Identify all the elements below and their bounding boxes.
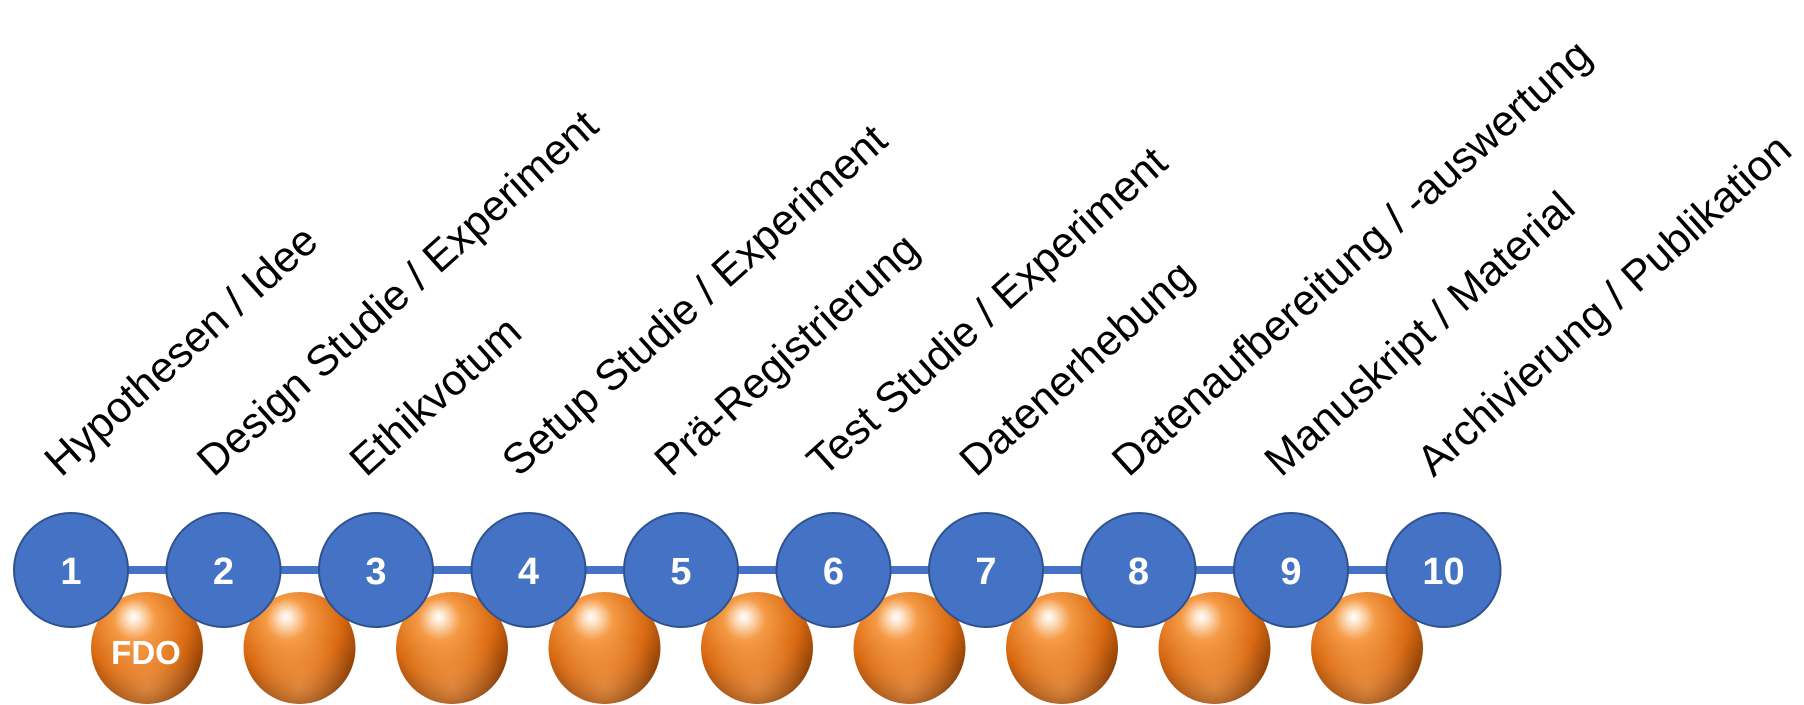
step-3: 3 [318,512,434,628]
step-number: 2 [213,551,234,593]
orange-sphere-icon [1006,592,1118,704]
step-number: 3 [365,551,386,593]
step-circle [165,512,282,628]
orange-sphere-icon [1158,592,1271,704]
step-number: 1 [60,551,81,593]
step-circle [1385,512,1502,628]
step-5: 5 [623,512,739,628]
orange-sphere-icon [243,592,356,704]
step-label: Hypothesen / Idee [36,216,327,485]
orange-sphere-icon [396,592,508,704]
step-8: 8 [1080,512,1197,628]
orange-sphere-icon [853,592,966,704]
fdo-label: FDO [111,634,181,671]
orange-sphere-icon [548,592,661,704]
step-number: 7 [975,551,996,593]
step-1: 1 [13,512,129,628]
step-4: 4 [470,512,587,628]
step-number: 4 [518,551,539,593]
step-circle [1080,512,1197,628]
step-circle [318,512,434,628]
step-label: Prä-Registrierung [646,224,929,485]
step-circle [928,512,1044,628]
step-circle [13,512,129,628]
fdo-sphere-layer [91,592,1423,704]
orange-sphere-icon [701,592,813,704]
step-circle [775,512,892,628]
step-circle [623,512,739,628]
step-7: 7 [928,512,1044,628]
step-9: 9 [1233,512,1349,628]
step-circle [470,512,587,628]
step-10: 10 [1385,512,1502,628]
step-number: 10 [1422,551,1464,593]
step-2: 2 [165,512,282,628]
step-circle-layer: 1 2 3 4 5 6 7 8 9 10 [13,512,1502,628]
step-6: 6 [775,512,892,628]
orange-sphere-icon [1311,592,1423,704]
step-number: 6 [823,551,844,593]
step-number: 8 [1128,551,1149,593]
step-number: 5 [670,551,691,593]
orange-sphere-icon [91,592,203,704]
step-number: 9 [1280,551,1301,593]
step-circle [1233,512,1349,628]
